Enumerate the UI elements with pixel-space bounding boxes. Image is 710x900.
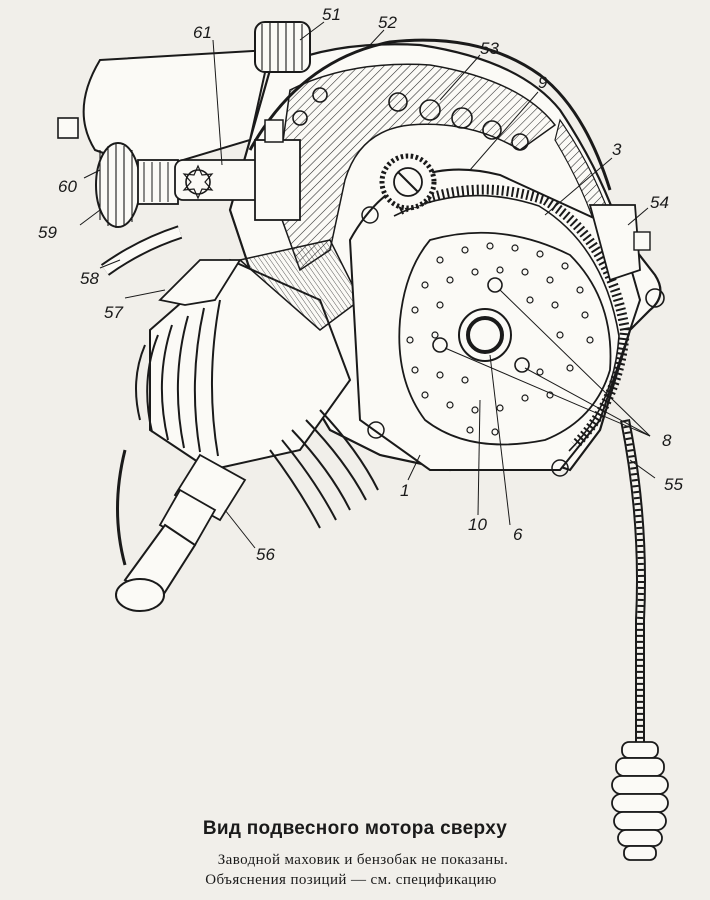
bracket-54 [588,204,665,308]
perforated-disk [398,231,612,446]
callout-6: 6 [513,525,523,544]
callout-55: 55 [664,475,683,494]
figure-title: Вид подвесного мотора сверху [202,818,508,839]
engine-box [57,48,272,172]
callout-3: 3 [612,140,622,159]
fuel-line-52 [248,38,612,191]
ignition-knob-59 [95,142,179,228]
callout-60: 60 [58,177,77,196]
ring-gear [393,184,631,452]
callout-59: 59 [38,223,57,242]
callout-9: 9 [538,73,548,92]
callout-57: 57 [104,303,123,322]
callout-53: 53 [480,39,499,58]
cap-51 [254,21,311,73]
carburetor-61 [174,119,301,221]
spark-plug-56 [115,449,247,612]
callout-8: 8 [662,431,672,450]
caption-line-2: Объяснения позиций — см. спецификацию [205,872,497,888]
callout-61: 61 [193,23,212,42]
callout-56: 56 [256,545,275,564]
callout-51: 51 [322,5,341,24]
throttle-cable-55 [611,419,669,861]
cylinder-fins [135,239,379,529]
callout-1: 1 [400,481,409,500]
callout-10: 10 [468,515,487,534]
leader-lines [79,21,656,549]
callout-labels: 61 51 52 53 9 3 54 60 59 58 57 8 55 1 10… [38,5,683,564]
bracket-holes [292,87,529,151]
callout-54: 54 [650,193,669,212]
caption-line-1: Заводной маховик и бензобак не показаны. [217,852,509,868]
callout-58: 58 [80,269,99,288]
cable-grip [611,741,669,861]
callout-52: 52 [378,13,397,32]
pinion-9 [379,153,437,211]
hose-58 [100,225,242,306]
